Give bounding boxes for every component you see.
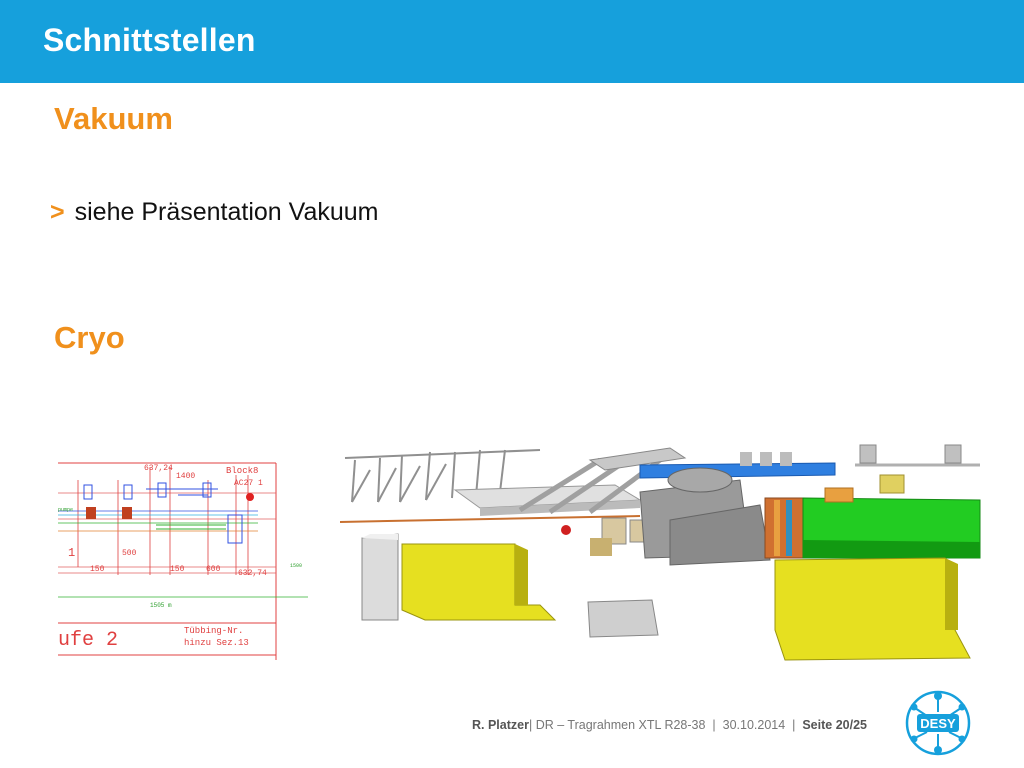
footer-page: Seite 20/25 xyxy=(802,718,867,732)
footer-separator-2: | xyxy=(712,718,716,732)
footer-separator-3: | xyxy=(792,718,796,732)
dim-top: 637,24 xyxy=(144,464,173,473)
slide-title: Schnittstellen xyxy=(43,22,256,58)
bullet-marker: > xyxy=(50,198,65,226)
cad-render xyxy=(340,444,981,661)
desy-logo: DESY xyxy=(905,690,971,756)
dim-1505: 1505 m xyxy=(150,602,172,609)
technical-drawing: 637,24 1400 Block8 AC27 1 pumpe 1 500 15… xyxy=(58,455,308,660)
header-bar: Schnittstellen xyxy=(0,0,1024,83)
note-line1: Tübbing-Nr. xyxy=(184,626,243,636)
footer-date: 30.10.2014 xyxy=(722,718,786,732)
section-heading-cryo: Cryo xyxy=(54,320,125,355)
stage-text: ufe 2 xyxy=(58,629,118,652)
dim-150a: 150 xyxy=(90,565,105,574)
dim-632: 632,74 xyxy=(238,569,267,578)
logo-text: DESY xyxy=(920,716,956,731)
bullet-item: > siehe Präsentation Vakuum xyxy=(50,198,379,227)
dim-1400: 1400 xyxy=(176,472,195,481)
bullet-text: siehe Präsentation Vakuum xyxy=(74,198,379,226)
footer-doc-title: DR – Tragrahmen XTL R28-38 xyxy=(535,718,706,732)
block-label: Block8 xyxy=(226,466,258,476)
footer: R. Platzer| DR – Tragrahmen XTL R28-38 |… xyxy=(472,718,867,732)
left-num: 1 xyxy=(68,546,75,560)
pumpe-label: pumpe xyxy=(58,507,73,513)
dim-600: 600 xyxy=(206,565,221,574)
footer-separator-1: | xyxy=(528,718,533,732)
footer-author: R. Platzer xyxy=(472,718,529,732)
note-line2: hinzu Sez.13 xyxy=(184,638,249,648)
section-heading-vakuum: Vakuum xyxy=(54,101,173,136)
dim-1500: 1500 xyxy=(290,563,302,569)
dim-500: 500 xyxy=(122,549,137,558)
block-sub: AC27 1 xyxy=(234,479,263,488)
dim-150b: 150 xyxy=(170,565,185,574)
